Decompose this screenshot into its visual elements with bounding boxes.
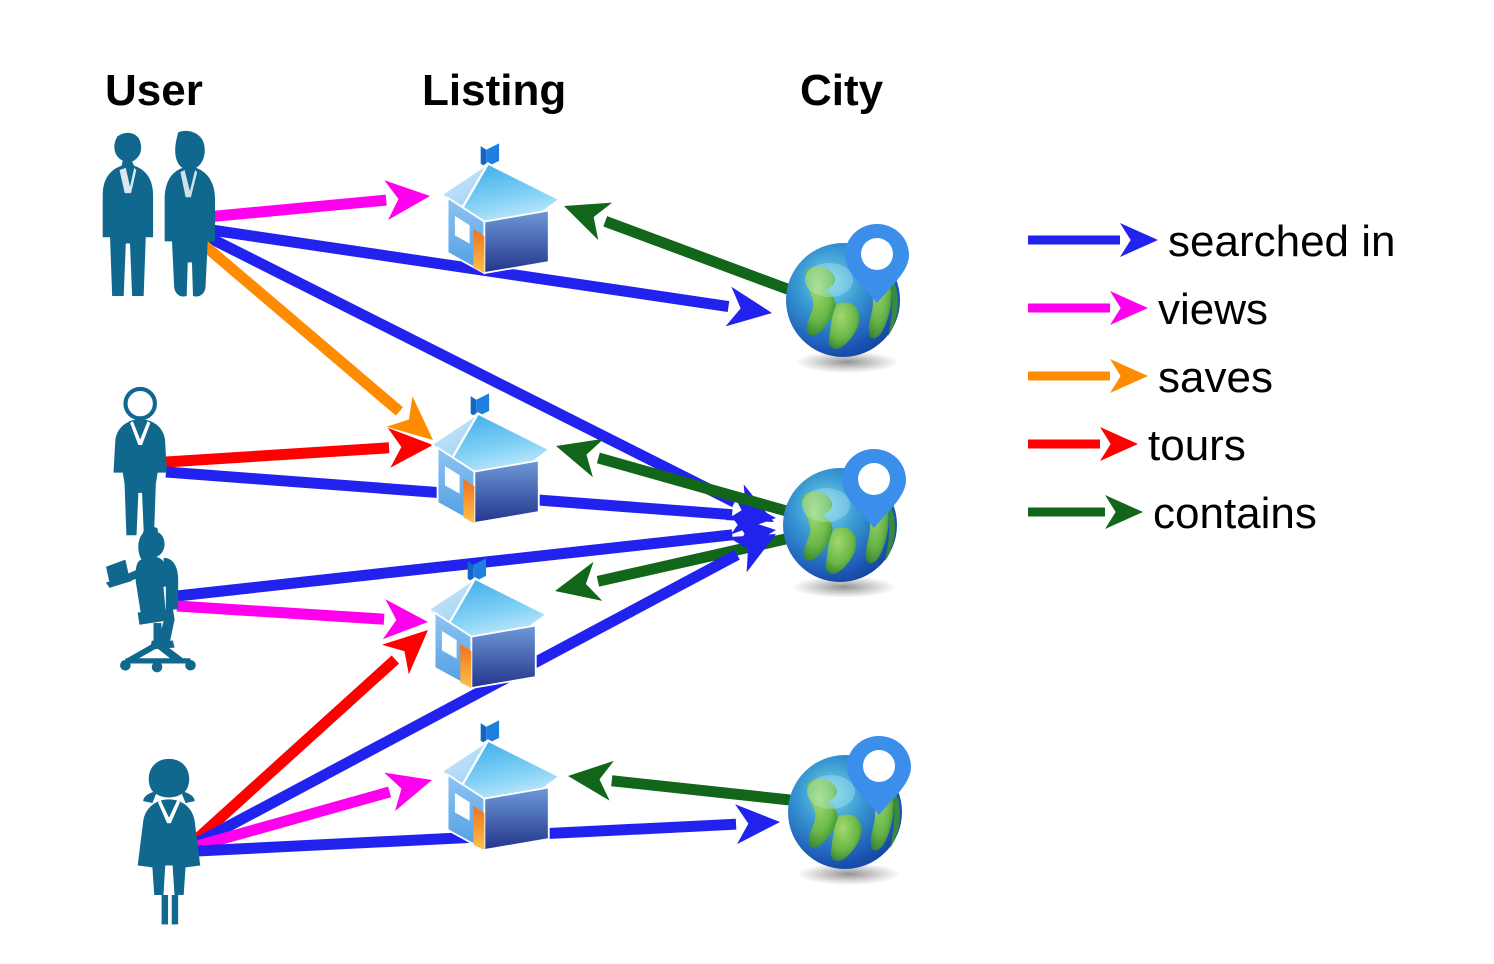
legend-contains: contains: [1028, 489, 1317, 538]
legend-tours: tours: [1028, 421, 1246, 470]
legend-tours-arrow-icon: [1028, 427, 1138, 461]
edge-contains-city-2-to-listing-2: [556, 438, 792, 518]
edge-contains-city-3-to-listing-4: [568, 760, 791, 806]
edge-tours-user-2-to-listing-2: [165, 427, 433, 468]
column-header-city: City: [800, 66, 884, 115]
column-header-listing: Listing: [422, 66, 566, 115]
legend-views-label: views: [1158, 285, 1268, 334]
legend-contains-label: contains: [1153, 489, 1317, 538]
edge-views-user-3-to-listing-3: [176, 599, 428, 640]
legend-views: views: [1028, 285, 1268, 334]
edge-views-user-1-to-listing-1: [195, 180, 430, 224]
legend-saves-arrow-icon: [1028, 359, 1148, 393]
legend-searched-in: searched in: [1028, 217, 1395, 266]
edge-contains-city-2-to-listing-3: [555, 532, 792, 601]
legend-saves-label: saves: [1158, 353, 1273, 402]
column-header-user: User: [105, 66, 203, 115]
legend-tours-label: tours: [1148, 421, 1246, 470]
legend-views-arrow-icon: [1028, 291, 1148, 325]
legend-contains-arrow-icon: [1028, 495, 1143, 529]
edge-searched-in-user-4-to-city-2: [194, 534, 776, 848]
edge-saves-user-1-to-listing-2: [194, 235, 433, 440]
legend-searched-in-label: searched in: [1168, 217, 1395, 266]
legend-saves: saves: [1028, 353, 1273, 402]
edge-tours-user-4-to-listing-3: [192, 630, 428, 845]
legend-searched-in-arrow-icon: [1028, 223, 1158, 257]
edge-searched-in-user-1-to-city-1: [197, 222, 772, 327]
edge-views-user-4-to-listing-4: [195, 772, 432, 852]
edge-contains-city-1-to-listing-1: [564, 202, 792, 296]
